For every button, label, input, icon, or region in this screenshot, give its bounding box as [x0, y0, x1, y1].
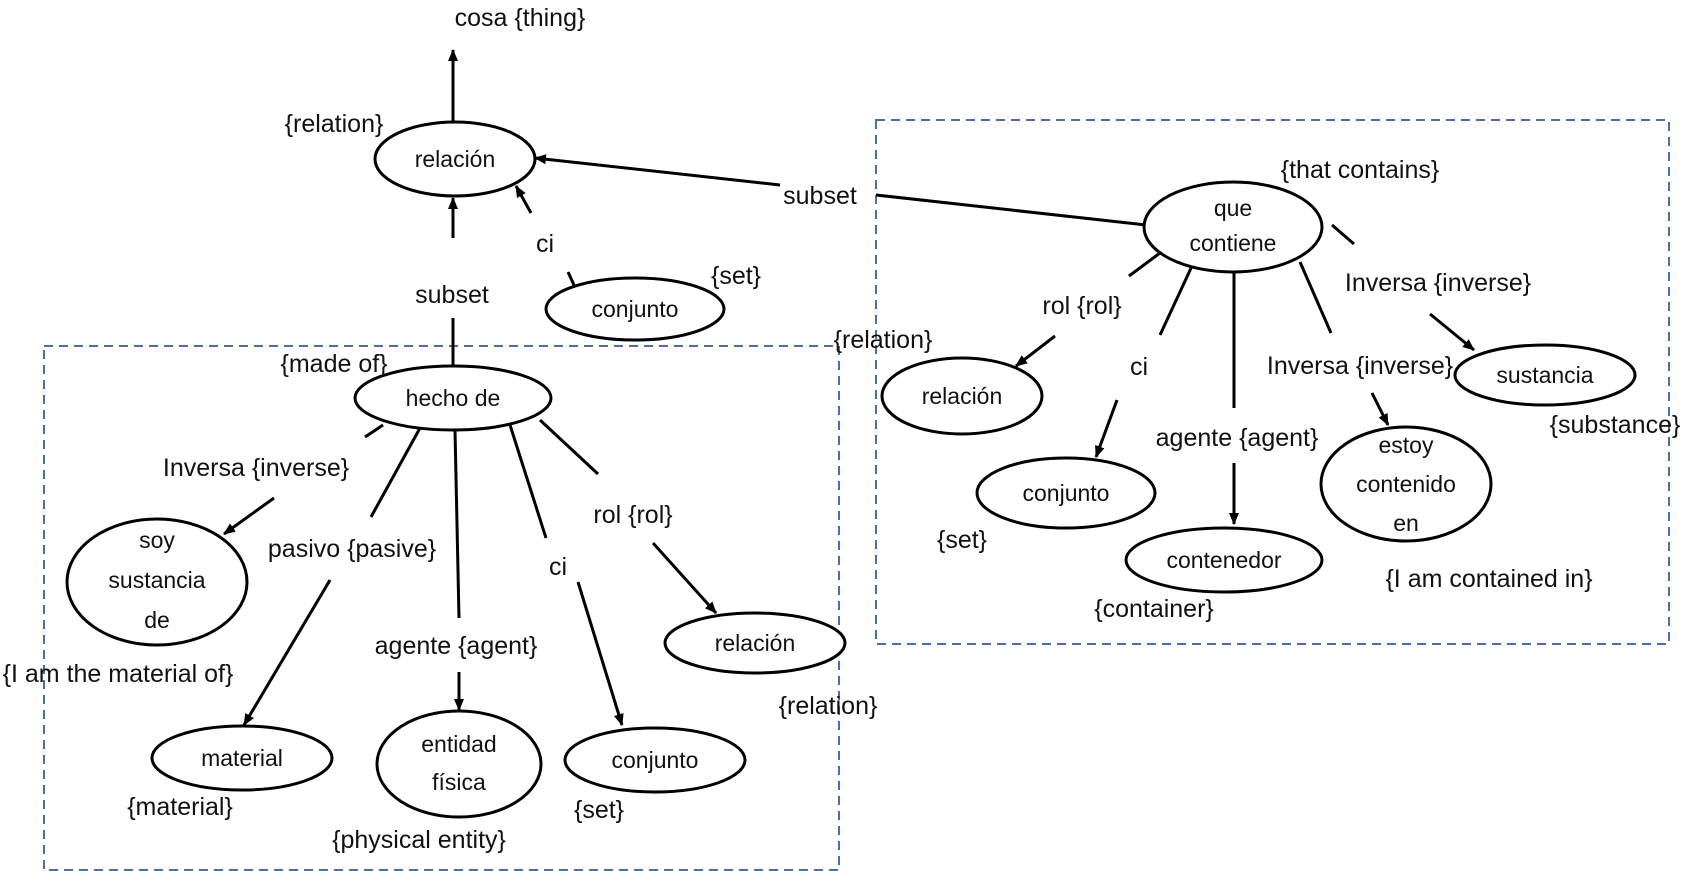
svg-text:de: de [144, 607, 170, 633]
edge-rol-right-stub [1128, 248, 1165, 278]
edge-ci-right-stub [1158, 265, 1194, 336]
svg-text:relación: relación [922, 383, 1003, 409]
node-hecho-de: hecho de [353, 364, 553, 432]
edge-label-ci-left: ci [549, 553, 567, 581]
edge-ci-top-arrow [514, 185, 533, 214]
node-conjunto-right: conjunto [975, 456, 1157, 530]
gloss-conjunto-top: {set} [711, 262, 761, 290]
edge-label-ci-right: ci [1130, 353, 1148, 381]
edge-ci-right-arrow [1094, 399, 1119, 458]
gloss-conjunto-left: {set} [574, 796, 624, 824]
gloss-contenedor: {container} [1094, 595, 1214, 623]
edge-label-agente-left: agente {agent} [375, 632, 538, 660]
edge-pasivo-arrow [242, 579, 332, 726]
node-relacion-top: relación [373, 120, 537, 198]
svg-text:relación: relación [415, 146, 496, 172]
edge-label-subset-right: subset [783, 182, 857, 210]
svg-text:conjunto: conjunto [592, 296, 679, 322]
edge-inversa-right-1-stub [1331, 223, 1355, 246]
edge-inversa-right-2-stub [1298, 261, 1333, 334]
edge-inversa-right-1-arrow [1429, 312, 1475, 352]
svg-text:conjunto: conjunto [1023, 480, 1110, 506]
node-entidad-fisica: entidad física [375, 709, 543, 819]
edge-label-inversa-left: Inversa {inverse} [163, 454, 349, 482]
edge-ci-top-tail [566, 271, 576, 286]
gloss-conjunto-right: {set} [937, 526, 987, 554]
svg-text:estoy: estoy [1379, 432, 1434, 458]
gloss-hecho-de: {made of} [280, 350, 387, 378]
svg-text:sustancia: sustancia [1496, 362, 1593, 388]
gloss-relacion-top: {relation} [285, 110, 384, 138]
node-contenedor: contenedor [1124, 526, 1324, 594]
node-soy-sustancia-de: soy sustancia de [65, 517, 249, 647]
gloss-que-contiene: {that contains} [1281, 156, 1439, 184]
edge-inversa-left-arrow [223, 496, 275, 536]
node-relacion-left: relación [663, 611, 847, 675]
edge-label-rol-right: rol {rol} [1042, 292, 1121, 320]
that-contains-group-box [875, 119, 1670, 645]
node-que-contiene: que contiene [1142, 180, 1324, 274]
edge-label-agente-right: agente {agent} [1156, 424, 1319, 452]
svg-text:contenedor: contenedor [1166, 547, 1281, 573]
edge-ci-left-stub [508, 424, 548, 539]
edge-label-rol-left: rol {rol} [593, 501, 672, 529]
gloss-soy-sustancia-de: {I am the material of} [3, 660, 234, 688]
node-sustancia: sustancia [1453, 343, 1637, 407]
made-of-group-box [43, 345, 840, 871]
svg-text:relación: relación [715, 630, 796, 656]
edge-label-subset-left: subset [415, 281, 489, 309]
svg-text:física: física [432, 769, 486, 795]
gloss-entidad-fisica: {physical entity} [332, 826, 506, 854]
svg-text:conjunto: conjunto [612, 747, 699, 773]
gloss-estoy-contenido-en: {I am contained in} [1385, 565, 1592, 593]
node-conjunto-left: conjunto [563, 726, 747, 794]
gloss-sustancia: {substance} [1550, 411, 1681, 439]
node-estoy-contenido-en: estoy contenido en [1319, 425, 1493, 543]
svg-text:material: material [201, 745, 283, 771]
svg-text:que: que [1214, 195, 1252, 221]
svg-text:entidad: entidad [421, 731, 496, 757]
edge-pasivo-stub [369, 427, 422, 518]
edge-label-inversa-right-2: Inversa {inverse} [1267, 352, 1453, 380]
node-conjunto-top: conjunto [544, 276, 726, 342]
edge-subset-right-arrow [534, 154, 781, 187]
svg-text:hecho de: hecho de [406, 385, 501, 411]
edge-label-inversa-right-1: Inversa {inverse} [1345, 269, 1531, 297]
svg-text:contenido: contenido [1356, 471, 1456, 497]
edge-agente-left-stub [453, 429, 461, 619]
node-material: material [150, 724, 334, 792]
root-label: cosa {thing} [455, 4, 586, 32]
svg-text:en: en [1393, 510, 1419, 536]
svg-text:sustancia: sustancia [108, 567, 205, 593]
node-relacion-right: relación [880, 356, 1044, 436]
svg-text:soy: soy [139, 527, 175, 553]
edge-rol-right-arrow [1015, 334, 1056, 368]
edge-rol-left-stub [538, 418, 600, 476]
gloss-material: {material} [127, 793, 233, 821]
edge-ci-left-arrow [576, 581, 624, 726]
edge-label-ci-top: ci [536, 230, 554, 258]
svg-text:contiene: contiene [1190, 230, 1277, 256]
edge-label-pasivo: pasivo {pasive} [268, 535, 436, 563]
edge-inversa-left-stub [364, 423, 384, 439]
gloss-relacion-left: {relation} [779, 692, 878, 720]
edge-subset-right-tail [875, 193, 1147, 227]
edge-rol-left-arrow [651, 541, 718, 615]
gloss-relacion-right: {relation} [834, 326, 933, 354]
edge-inversa-right-2-arrow [1370, 392, 1390, 426]
